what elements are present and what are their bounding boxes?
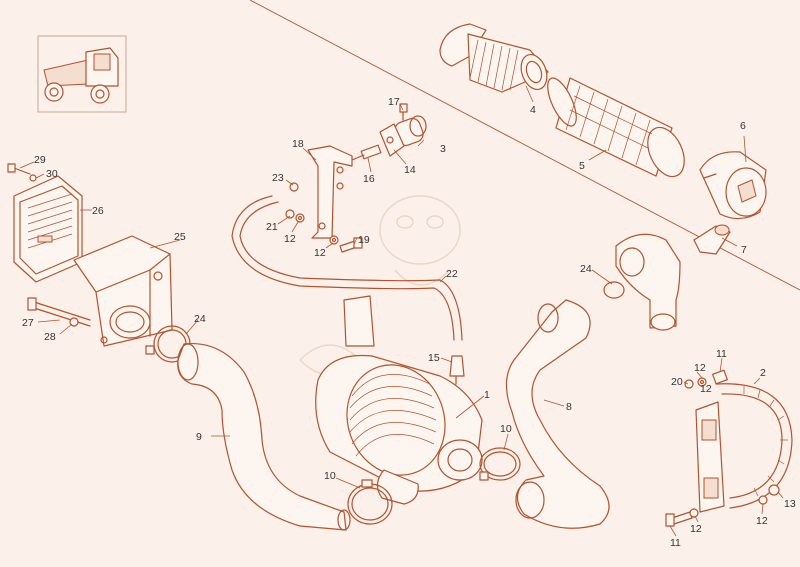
callout-27: 27 bbox=[22, 317, 34, 329]
callout-11-bottom: 11 bbox=[670, 537, 681, 549]
callout-11-top: 11 bbox=[716, 348, 727, 360]
part-8-intake-hose bbox=[505, 299, 610, 529]
callout-17: 17 bbox=[388, 96, 400, 108]
callout-7: 7 bbox=[741, 244, 747, 256]
fastener-13 bbox=[768, 484, 780, 496]
part-2-mounting-band bbox=[695, 383, 793, 513]
part-14-adapter bbox=[379, 123, 405, 157]
callout-12-e: 12 bbox=[756, 515, 768, 527]
fastener-29 bbox=[7, 163, 31, 175]
callout-12-c: 12 bbox=[694, 362, 706, 374]
part-26-grille bbox=[13, 175, 83, 283]
callout-12-b: 12 bbox=[314, 247, 326, 259]
part-9-intake-hose bbox=[177, 342, 351, 531]
callout-13: 13 bbox=[784, 498, 796, 510]
part-24-elbow-right bbox=[603, 233, 681, 331]
callout-8: 8 bbox=[566, 401, 572, 413]
callout-14: 14 bbox=[404, 164, 416, 176]
part-10-clamp-left bbox=[347, 479, 393, 525]
callout-28: 28 bbox=[44, 331, 56, 343]
leader-lines bbox=[19, 85, 784, 537]
callout-15: 15 bbox=[428, 352, 440, 364]
callout-3: 3 bbox=[440, 143, 446, 155]
callout-2: 2 bbox=[760, 367, 766, 379]
callout-29: 29 bbox=[34, 154, 46, 166]
part-19-bolt bbox=[339, 237, 363, 253]
callout-18: 18 bbox=[292, 138, 304, 150]
fastener-12-e bbox=[758, 495, 768, 505]
callout-16: 16 bbox=[363, 173, 375, 185]
callout-20: 20 bbox=[671, 376, 683, 388]
callout-1: 1 bbox=[484, 389, 490, 401]
callout-10-left: 10 bbox=[324, 470, 336, 482]
fastener-20 bbox=[684, 379, 694, 389]
part-1-filter-housing bbox=[315, 295, 483, 505]
part-25-intake-box bbox=[73, 235, 173, 347]
callout-6: 6 bbox=[740, 120, 746, 132]
part-15-nipple bbox=[449, 355, 465, 385]
fastener-11-b bbox=[665, 511, 693, 527]
callout-4: 4 bbox=[530, 104, 536, 116]
part-4-precleaner bbox=[439, 23, 549, 93]
part-6-end-cap bbox=[699, 151, 767, 220]
fastener-12-b bbox=[329, 235, 339, 245]
callouts: 1 2 3 4 5 6 7 8 9 10 10 11 11 12 12 12 1… bbox=[22, 96, 796, 549]
callout-12-f: 12 bbox=[700, 383, 712, 395]
callout-12-d: 12 bbox=[690, 523, 702, 535]
fastener-12-d bbox=[689, 508, 699, 518]
part-22-hose bbox=[231, 195, 463, 341]
part-5-filter-cartridge bbox=[547, 77, 685, 178]
fastener-21 bbox=[285, 209, 295, 219]
callout-22: 22 bbox=[446, 268, 458, 280]
callout-26: 26 bbox=[92, 205, 104, 217]
fastener-23 bbox=[289, 182, 299, 192]
part-7-dust-valve bbox=[693, 224, 731, 255]
fastener-11-a bbox=[712, 369, 728, 385]
callout-9: 9 bbox=[196, 431, 202, 443]
part-18-bracket bbox=[307, 145, 353, 239]
callout-19: 19 bbox=[358, 234, 370, 246]
part-10-clamp-right bbox=[479, 447, 521, 481]
machine-thumbnail bbox=[37, 35, 127, 113]
callout-24-left: 24 bbox=[194, 313, 206, 325]
callout-5: 5 bbox=[579, 160, 585, 172]
callout-10-right: 10 bbox=[500, 423, 512, 435]
callout-21: 21 bbox=[266, 221, 278, 233]
callout-24-right: 24 bbox=[580, 263, 592, 275]
fastener-12-a bbox=[295, 213, 305, 223]
callout-23: 23 bbox=[272, 172, 284, 184]
callout-12-a: 12 bbox=[284, 233, 296, 245]
part-16-fitting bbox=[351, 144, 382, 161]
callout-30: 30 bbox=[46, 168, 58, 180]
part-17-screw bbox=[399, 103, 408, 121]
fastener-30 bbox=[29, 174, 37, 182]
part-27-bolt bbox=[27, 297, 91, 327]
callout-25: 25 bbox=[174, 231, 186, 243]
